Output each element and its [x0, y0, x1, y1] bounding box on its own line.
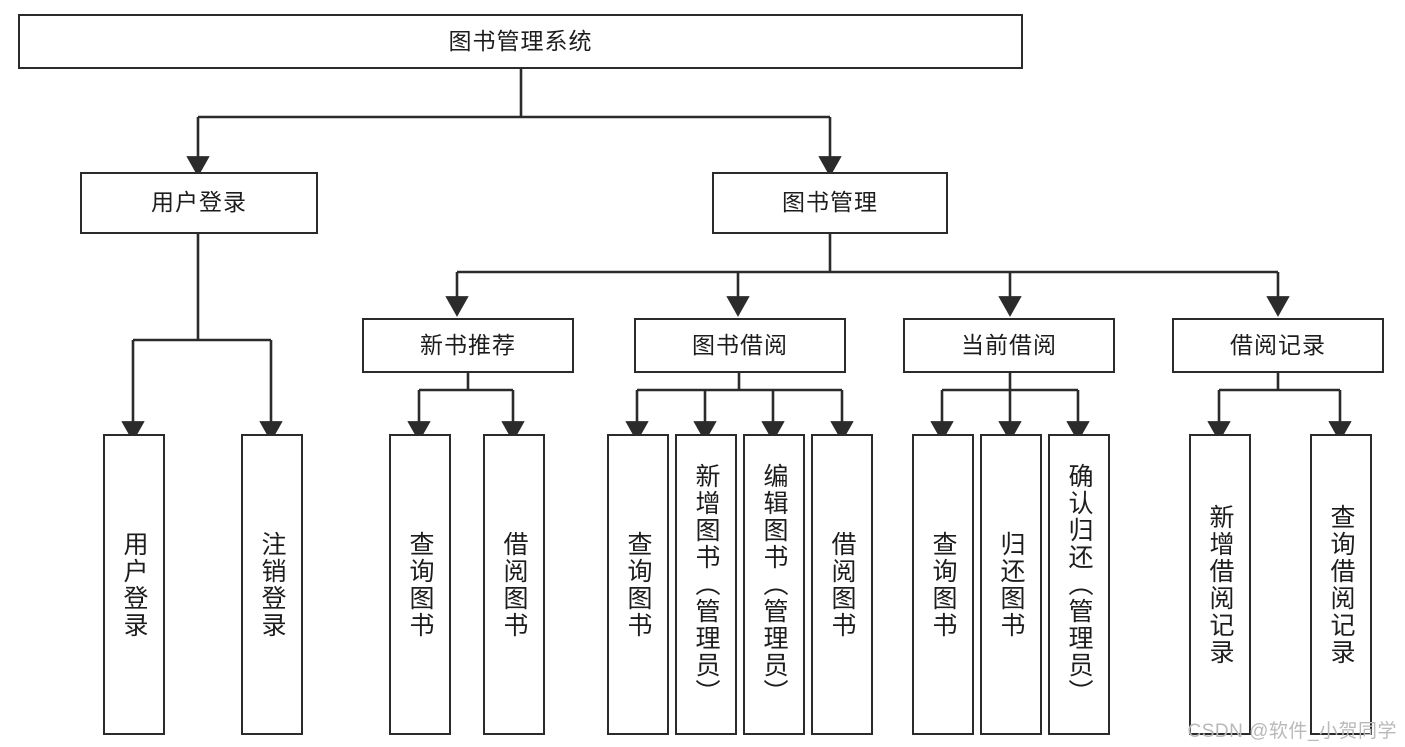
node-root[interactable]: 图书管理系统 — [18, 14, 1023, 69]
node-book-borrow-label: 图书借阅 — [692, 331, 788, 358]
node-leaf-user-login[interactable]: 用户登录 — [103, 434, 165, 735]
node-leaf-borrow-book-1[interactable]: 借阅图书 — [483, 434, 545, 735]
node-leaf-user-login-label: 用户登录 — [120, 530, 148, 639]
node-new-book-recommend-label: 新书推荐 — [420, 331, 516, 358]
node-leaf-borrow-book-1-label: 借阅图书 — [500, 530, 528, 639]
node-leaf-edit-book-admin[interactable]: 编辑图书（管理员） — [743, 434, 805, 735]
node-leaf-borrow-book-2-label: 借阅图书 — [828, 530, 856, 639]
watermark: CSDN @软件_小贺同学 — [1187, 721, 1397, 742]
node-leaf-add-borrow-record[interactable]: 新增借阅记录 — [1189, 434, 1251, 735]
node-leaf-return-book-label: 归还图书 — [997, 530, 1025, 639]
node-current-borrow-label: 当前借阅 — [961, 331, 1057, 358]
node-leaf-return-book[interactable]: 归还图书 — [980, 434, 1042, 735]
node-leaf-logout[interactable]: 注销登录 — [241, 434, 303, 735]
node-leaf-query-book-1[interactable]: 查询图书 — [389, 434, 451, 735]
node-user-login[interactable]: 用户登录 — [80, 172, 318, 234]
node-leaf-borrow-book-2[interactable]: 借阅图书 — [811, 434, 873, 735]
node-leaf-query-borrow-record[interactable]: 查询借阅记录 — [1310, 434, 1372, 735]
node-leaf-logout-label: 注销登录 — [258, 530, 286, 639]
node-new-book-recommend[interactable]: 新书推荐 — [362, 318, 574, 373]
node-leaf-add-book-admin[interactable]: 新增图书（管理员） — [675, 434, 737, 735]
node-leaf-query-book-2-label: 查询图书 — [624, 530, 652, 639]
node-leaf-query-book-3[interactable]: 查询图书 — [912, 434, 974, 735]
node-user-login-label: 用户登录 — [151, 189, 247, 216]
node-leaf-query-book-3-label: 查询图书 — [929, 530, 957, 639]
node-leaf-confirm-return-admin[interactable]: 确认归还（管理员） — [1048, 434, 1110, 735]
node-book-manage[interactable]: 图书管理 — [712, 172, 948, 234]
node-book-borrow[interactable]: 图书借阅 — [634, 318, 846, 373]
node-root-label: 图书管理系统 — [448, 27, 593, 54]
node-book-manage-label: 图书管理 — [782, 189, 878, 216]
node-borrow-record[interactable]: 借阅记录 — [1172, 318, 1384, 373]
node-leaf-query-book-1-label: 查询图书 — [406, 530, 434, 639]
node-leaf-query-borrow-record-label: 查询借阅记录 — [1327, 503, 1355, 666]
node-leaf-add-borrow-record-label: 新增借阅记录 — [1206, 503, 1234, 666]
node-leaf-confirm-return-admin-label: 确认归还（管理员） — [1065, 463, 1093, 706]
node-leaf-add-book-admin-label: 新增图书（管理员） — [692, 463, 720, 706]
node-leaf-query-book-2[interactable]: 查询图书 — [607, 434, 669, 735]
node-borrow-record-label: 借阅记录 — [1230, 331, 1326, 358]
node-current-borrow[interactable]: 当前借阅 — [903, 318, 1115, 373]
node-leaf-edit-book-admin-label: 编辑图书（管理员） — [760, 463, 788, 706]
